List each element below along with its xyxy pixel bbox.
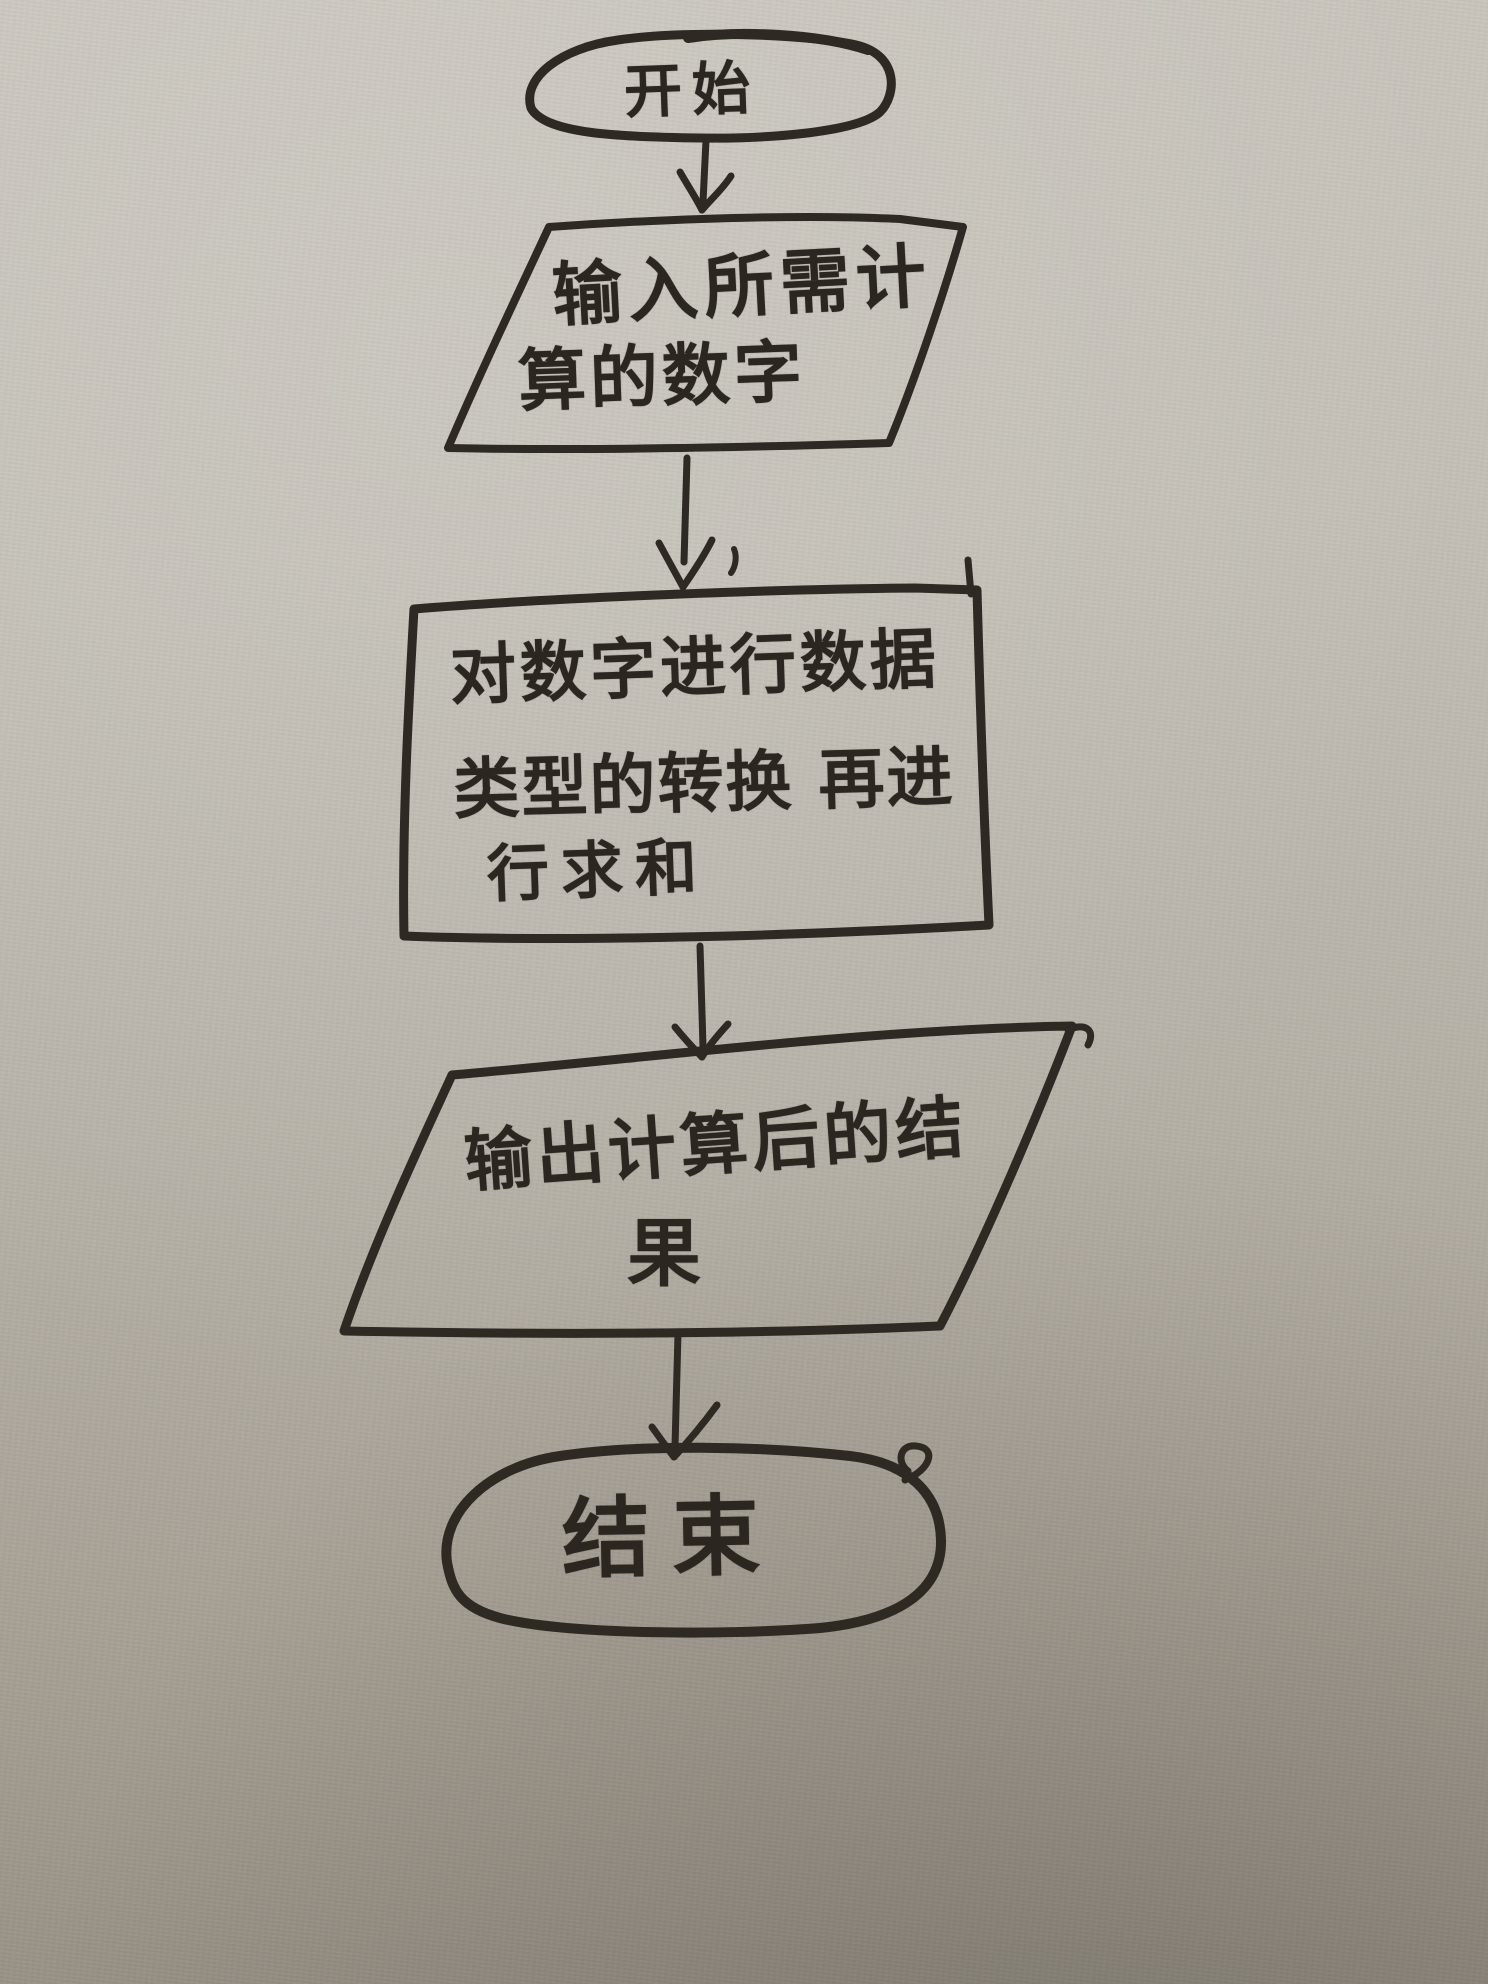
ink-comma-mark (728, 546, 739, 576)
output-node-parallelogram (339, 1021, 1095, 1338)
input-node-parallelogram (444, 213, 967, 454)
end-oval-pen-loop (897, 1442, 933, 1484)
input-label-line-1: 输入所需计 (550, 235, 934, 337)
output-label-line-2: 果 (627, 1211, 701, 1297)
process-label-line-2: 类型的转换 再进 (452, 738, 956, 829)
input-label-line-2: 算的数字 (516, 332, 808, 423)
rectangle-corner-tick (964, 556, 975, 598)
process-label-line-1: 对数字进行数据 (448, 620, 942, 715)
start-oval-overlap-stroke (683, 29, 873, 55)
start-label: 开始 (622, 53, 762, 127)
start-node-oval (525, 29, 896, 143)
arrow-output-to-end (648, 1330, 721, 1461)
process-label-line-3: 行求和 (485, 830, 711, 911)
parallelogram-corner-hook (1064, 1023, 1095, 1049)
arrow-process-to-output (671, 942, 732, 1061)
end-label: 结束 (561, 1484, 783, 1591)
process-node-rectangle (399, 556, 994, 943)
arrow-input-to-process (655, 454, 739, 591)
arrow-start-to-input (676, 137, 735, 214)
end-node-oval (441, 1442, 947, 1638)
